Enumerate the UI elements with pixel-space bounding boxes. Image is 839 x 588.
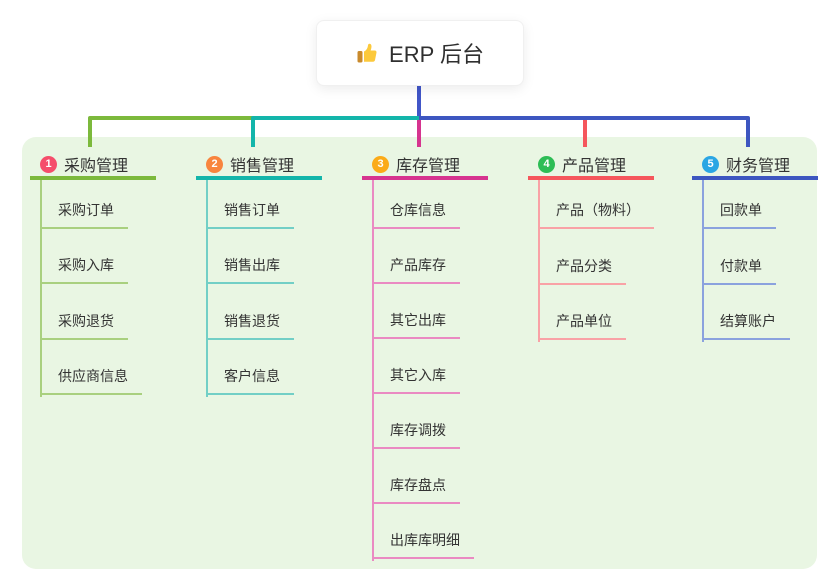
branch-connector-line xyxy=(372,180,374,561)
node-warehouse-info[interactable]: 仓库信息 xyxy=(372,199,460,229)
branch-number-badge: 5 xyxy=(702,155,719,173)
branches-panel xyxy=(22,137,817,569)
node-product-unit[interactable]: 产品单位 xyxy=(538,310,626,340)
branch-header-purchase-management[interactable]: 1 采购管理 xyxy=(30,152,156,180)
node-product-category[interactable]: 产品分类 xyxy=(538,255,626,285)
node-sales-outbound[interactable]: 销售出库 xyxy=(206,254,294,284)
node-purchase-return[interactable]: 采购退货 xyxy=(40,310,128,340)
branch-number-badge: 2 xyxy=(206,155,223,173)
branch-header-sales-management[interactable]: 2 销售管理 xyxy=(196,152,322,180)
node-other-inbound[interactable]: 其它入库 xyxy=(372,364,460,394)
branch-header-inventory-management[interactable]: 3 库存管理 xyxy=(362,152,488,180)
branch-number-badge: 4 xyxy=(538,155,555,173)
node-sales-order[interactable]: 销售订单 xyxy=(206,199,294,229)
thumbs-up-icon xyxy=(356,41,380,65)
node-receipt-voucher[interactable]: 回款单 xyxy=(702,199,776,229)
root-title: ERP 后台 xyxy=(389,42,484,67)
node-settlement-account[interactable]: 结算账户 xyxy=(702,310,790,340)
branch-number-badge: 3 xyxy=(372,155,389,173)
branch-connector-line xyxy=(538,180,540,342)
node-sales-return[interactable]: 销售退货 xyxy=(206,310,294,340)
branch-header-product-management[interactable]: 4 产品管理 xyxy=(528,152,654,180)
branch-title: 库存管理 xyxy=(396,158,461,175)
branch-number-badge: 1 xyxy=(40,155,57,173)
root-node[interactable]: ERP 后台 xyxy=(316,20,524,86)
branch-connector-line xyxy=(40,180,42,397)
node-purchase-inbound[interactable]: 采购入库 xyxy=(40,254,128,284)
node-outbound-detail[interactable]: 出库库明细 xyxy=(372,529,474,559)
branch-title: 产品管理 xyxy=(562,158,627,175)
node-product-material[interactable]: 产品（物料） xyxy=(538,199,654,229)
branch-header-finance-management[interactable]: 5 财务管理 xyxy=(692,152,818,180)
node-payment-voucher[interactable]: 付款单 xyxy=(702,255,776,285)
branch-title: 财务管理 xyxy=(726,158,791,175)
node-stock-taking[interactable]: 库存盘点 xyxy=(372,474,460,504)
branch-title: 销售管理 xyxy=(230,158,295,175)
node-purchase-order[interactable]: 采购订单 xyxy=(40,199,128,229)
branch-title: 采购管理 xyxy=(64,158,129,175)
branch-connector-line xyxy=(702,180,704,342)
node-stock-transfer[interactable]: 库存调拨 xyxy=(372,419,460,449)
node-product-stock[interactable]: 产品库存 xyxy=(372,254,460,284)
node-supplier-info[interactable]: 供应商信息 xyxy=(40,365,142,395)
node-customer-info[interactable]: 客户信息 xyxy=(206,365,294,395)
node-other-outbound[interactable]: 其它出库 xyxy=(372,309,460,339)
branch-connector-line xyxy=(206,180,208,397)
